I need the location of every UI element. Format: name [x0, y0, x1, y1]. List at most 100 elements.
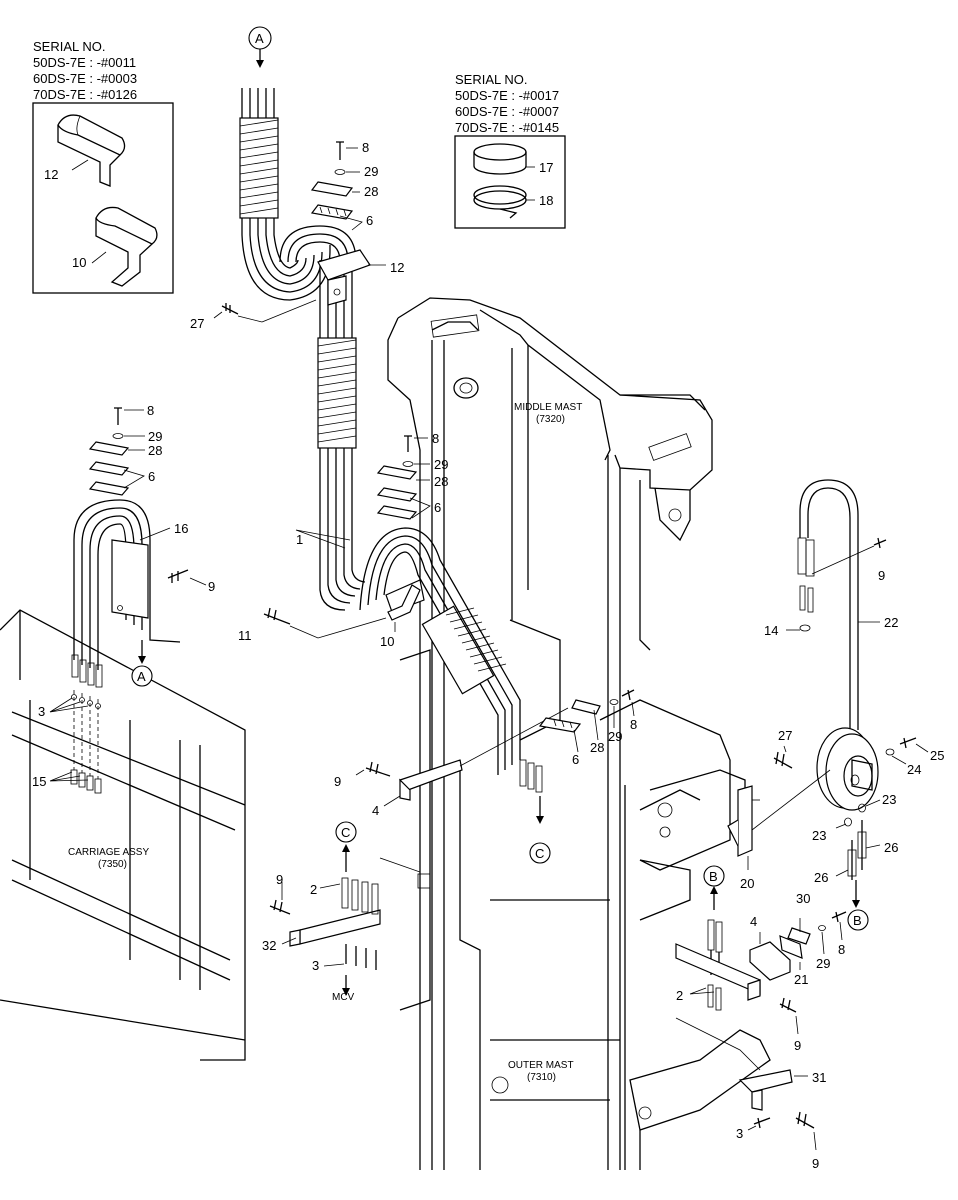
label-14: 14: [764, 623, 778, 638]
mcv-group: C 9 2 32 3 MCV: [262, 821, 431, 1003]
label-28c: 28: [434, 474, 448, 489]
bracket-12-old: [57, 114, 126, 187]
middle-mast-label-1: MIDDLE MAST: [514, 402, 582, 413]
connector-a-bottom: A: [131, 640, 153, 687]
label-6b: 6: [148, 469, 155, 484]
label-12: 12: [390, 260, 404, 275]
label-15: 15: [32, 774, 46, 789]
label-12-old: 12: [44, 167, 58, 182]
hose-bundle-upper: [239, 88, 366, 611]
leader-10-old: [91, 251, 107, 264]
serial-right-line-3: 70DS-7E : -#0145: [455, 120, 559, 135]
bolt-9a: 9: [167, 569, 215, 594]
serial-box-left: SERIAL NO. 50DS-7E : -#0011 60DS-7E : -#…: [32, 39, 174, 294]
connector-b-right-label: B: [853, 913, 862, 928]
label-16: 16: [174, 521, 188, 536]
outer-mast-label-1: OUTER MAST: [508, 1060, 574, 1071]
label-6d: 6: [572, 752, 579, 767]
label-9d: 9: [276, 872, 283, 887]
label-22: 22: [884, 615, 898, 630]
label-8a: 8: [362, 140, 369, 155]
serial-box-right: SERIAL NO. 50DS-7E : -#0017 60DS-7E : -#…: [454, 72, 566, 229]
label-21: 21: [794, 972, 808, 987]
serial-right-line-1: 50DS-7E : -#0017: [455, 88, 559, 103]
label-9a: 9: [208, 579, 215, 594]
outer-mast: OUTER MAST (7310): [399, 619, 771, 1170]
label-32: 32: [262, 938, 276, 953]
label-27a: 27: [190, 316, 204, 331]
label-17: 17: [539, 160, 553, 175]
bracket-12: 12: [317, 249, 404, 306]
label-26b: 26: [884, 840, 898, 855]
connector-c-left: [335, 821, 357, 843]
label-9e: 9: [794, 1038, 801, 1053]
serial-left-title: SERIAL NO.: [33, 39, 105, 54]
label-25: 25: [930, 748, 944, 763]
label-29b: 29: [148, 429, 162, 444]
label-8c: 8: [432, 431, 439, 446]
fittings-left: 3 15: [32, 690, 102, 794]
label-8e: 8: [838, 942, 845, 957]
hose-22: 9 14 22: [764, 479, 898, 730]
label-23a: 23: [882, 792, 896, 807]
clamp-stack-top: 8 29 28 6: [310, 140, 378, 231]
label-9f: 9: [812, 1156, 819, 1171]
connector-b-lower: B: [703, 865, 725, 977]
label-28b: 28: [148, 443, 162, 458]
label-30: 30: [796, 891, 810, 906]
label-29e: 29: [816, 956, 830, 971]
bracket-4a: 9 4: [334, 707, 569, 818]
bracket-10-old: [95, 206, 158, 287]
label-23b: 23: [812, 828, 826, 843]
hose-loop-center: C 1 10: [295, 527, 551, 864]
clamp-stack-center: 8 29 28 6: [376, 431, 448, 520]
label-9b: 9: [334, 774, 341, 789]
label-3a: 3: [38, 704, 45, 719]
label-29c: 29: [434, 457, 448, 472]
label-20: 20: [740, 876, 754, 891]
label-2b: 2: [676, 988, 683, 1003]
middle-mast-label-2: (7320): [536, 414, 565, 425]
connector-c-center: [529, 842, 551, 864]
carriage-assy: CARRIAGE ASSY (7350): [0, 609, 246, 1061]
connector-b-lower-label: B: [709, 869, 718, 884]
bracket-lower-right: 2 9: [675, 943, 801, 1053]
serial-right-frame: [454, 135, 566, 229]
label-8b: 8: [147, 403, 154, 418]
label-24: 24: [907, 762, 921, 777]
label-3b: 3: [312, 958, 319, 973]
leader-12-old: [71, 159, 89, 171]
label-9c: 9: [878, 568, 885, 583]
label-3c: 3: [736, 1126, 743, 1141]
label-10: 10: [380, 634, 394, 649]
label-1: 1: [296, 532, 303, 547]
label-6a: 6: [366, 213, 373, 228]
clamp-stack-mast: 28 6 29 8: [538, 689, 637, 767]
label-29a: 29: [364, 164, 378, 179]
connector-c-left-label: C: [341, 825, 350, 840]
label-27b: 27: [778, 728, 792, 743]
serial-left-line-1: 50DS-7E : -#0011: [33, 55, 136, 70]
label-28a: 28: [364, 184, 378, 199]
bolt-11: 11: [238, 607, 387, 643]
label-26a: 26: [814, 870, 828, 885]
bracket-31: 31 3 9: [675, 1017, 826, 1171]
middle-mast: MIDDLE MAST (7320): [387, 297, 713, 1170]
label-4a: 4: [372, 803, 379, 818]
connector-a-top: A: [248, 26, 272, 68]
label-31: 31: [812, 1070, 826, 1085]
bracket-20: 27 20: [727, 728, 831, 891]
connector-b-right: [847, 909, 869, 931]
bracket-4b-group: 30 4 21 29 8: [749, 891, 847, 987]
label-11: 11: [238, 628, 252, 643]
label-6c: 6: [434, 500, 441, 515]
bolt-27a: 27: [190, 299, 317, 331]
serial-left-line-2: 60DS-7E : -#0003: [33, 71, 137, 86]
label-29d: 29: [608, 729, 622, 744]
label-2a: 2: [310, 882, 317, 897]
connector-a-bottom-label: A: [137, 669, 146, 684]
serial-left-line-3: 70DS-7E : -#0126: [33, 87, 137, 102]
serial-left-frame: [32, 102, 174, 294]
label-10-old: 10: [72, 255, 86, 270]
